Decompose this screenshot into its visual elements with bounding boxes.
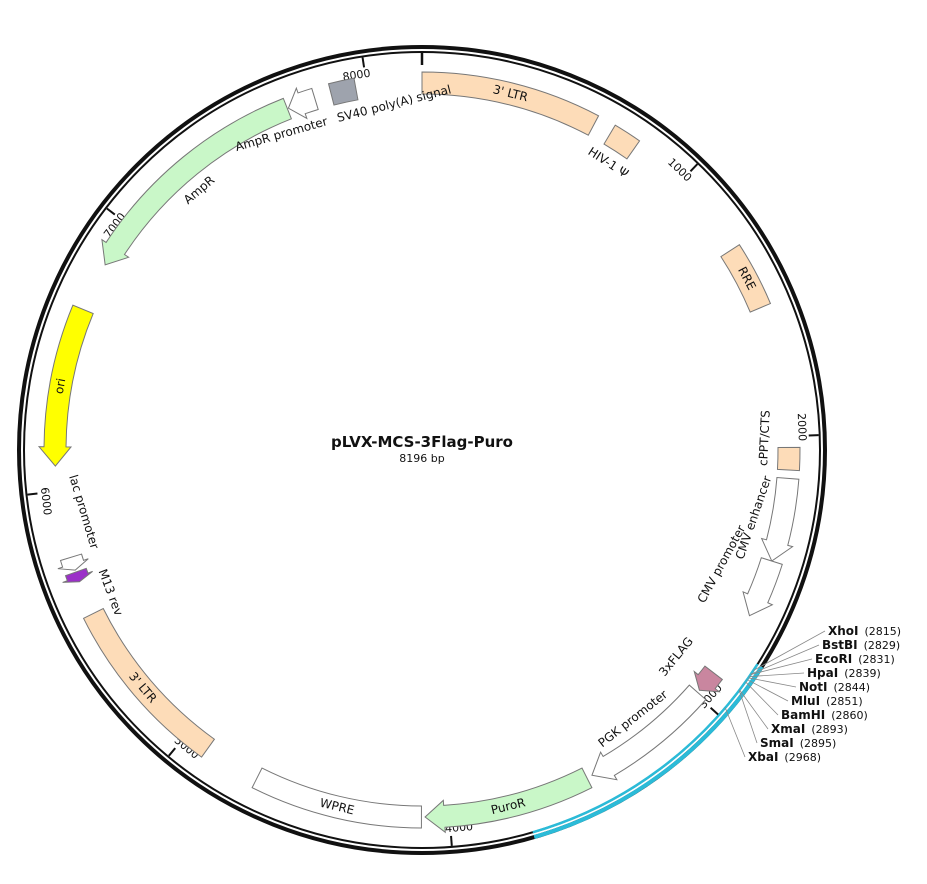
enzyme-name: BamHI [781,708,825,722]
restriction-site-label[interactable]: NotI (2844) [799,680,870,694]
feature-label-ori: ori [52,377,69,395]
enzyme-name: NotI [799,680,828,694]
feature-3xflag[interactable] [693,665,724,693]
enzyme-position: (2968) [784,751,821,764]
tick-mark [709,707,719,716]
restriction-site-label[interactable]: BamHI (2860) [781,708,868,722]
mcs-region-outer [533,665,764,839]
plasmid-name: pLVX-MCS-3Flag-Puro [331,433,513,451]
tick-mark [689,163,699,172]
mcs-region-inner [532,663,759,834]
site-leader-line [750,658,813,675]
tick-label: 2000 [795,413,809,441]
feature-ori[interactable] [37,304,94,467]
restriction-site-label[interactable]: EcoRI (2831) [815,652,895,666]
site-leader-line [739,689,769,730]
tick-mark [106,207,116,216]
feature-cmv-promoter[interactable] [742,557,783,617]
ring-outer [17,45,827,855]
feature-sv40-poly-a-signal[interactable] [327,77,359,106]
tick-mark [361,57,366,68]
enzyme-name: HpaI [807,666,838,680]
enzyme-position: (2860) [831,709,868,722]
enzyme-name: XbaI [748,750,778,764]
site-leader-line [746,679,789,702]
feature-label-lac-promoter: lac promoter [66,473,102,551]
feature-lac-promoter[interactable] [57,553,89,571]
feature-m13-rev[interactable] [62,567,93,583]
tick-mark [168,747,176,757]
site-leader-line [749,672,805,677]
enzyme-name: SmaI [760,736,794,750]
feature-puror[interactable] [424,767,593,834]
feature-cppt-cts[interactable] [776,446,801,472]
enzyme-name: XhoI [828,624,859,638]
tick-mark [450,835,453,846]
restriction-sites: XhoI (2815) BstBI (2829) EcoRI (2831) HpaI (283… [724,624,901,764]
feature-3-ltr[interactable] [421,71,600,136]
enzyme-position: (2831) [858,653,895,666]
restriction-site-label[interactable]: MluI (2851) [791,694,863,708]
enzyme-position: (2815) [865,625,902,638]
enzyme-position: (2893) [811,723,848,736]
restriction-site-label[interactable]: XbaI (2968) [748,750,821,764]
ring-inner [23,51,821,849]
feature-pgk-promoter[interactable] [591,684,707,781]
site-leader-line [724,707,746,758]
tick-label: 1000 [665,156,694,185]
site-leader-line [753,630,826,671]
restriction-site-label[interactable]: BstBI (2829) [822,638,900,652]
enzyme-position: (2844) [834,681,871,694]
site-leader-line [748,677,797,688]
site-leader-line [745,681,779,716]
enzyme-name: EcoRI [815,652,852,666]
enzyme-position: (2895) [800,737,837,750]
site-leader-line [750,644,820,675]
enzyme-name: MluI [791,694,820,708]
feature-label-cppt-cts: cPPT/CTS [756,410,773,466]
enzyme-position: (2829) [864,639,901,652]
enzyme-name: XmaI [771,722,805,736]
feature-ampr[interactable] [101,97,293,266]
enzyme-position: (2851) [826,695,863,708]
restriction-site-label[interactable]: SmaI (2895) [760,736,836,750]
restriction-site-label[interactable]: HpaI (2839) [807,666,881,680]
tick-mark [27,492,38,496]
site-leader-line [738,690,758,744]
tick-label: 6000 [38,487,54,516]
backbone-ring [17,45,827,855]
restriction-site-label[interactable]: XhoI (2815) [828,624,901,638]
feature-3-ltr[interactable] [82,607,216,758]
feature-hiv-1[interactable] [603,124,641,160]
feature-rre[interactable] [720,243,772,313]
feature-label-3xflag: 3xFLAG [656,634,696,678]
feature-label-cmv-promoter: CMV promoter [695,523,749,606]
enzyme-position: (2839) [844,667,881,680]
enzyme-name: BstBI [822,638,858,652]
feature-wpre[interactable] [251,767,422,829]
plasmid-size: 8196 bp [399,452,444,465]
restriction-site-label[interactable]: XmaI (2893) [771,722,848,736]
feature-cmv-enhancer[interactable] [760,476,800,562]
feature-ampr-promoter[interactable] [287,86,319,120]
